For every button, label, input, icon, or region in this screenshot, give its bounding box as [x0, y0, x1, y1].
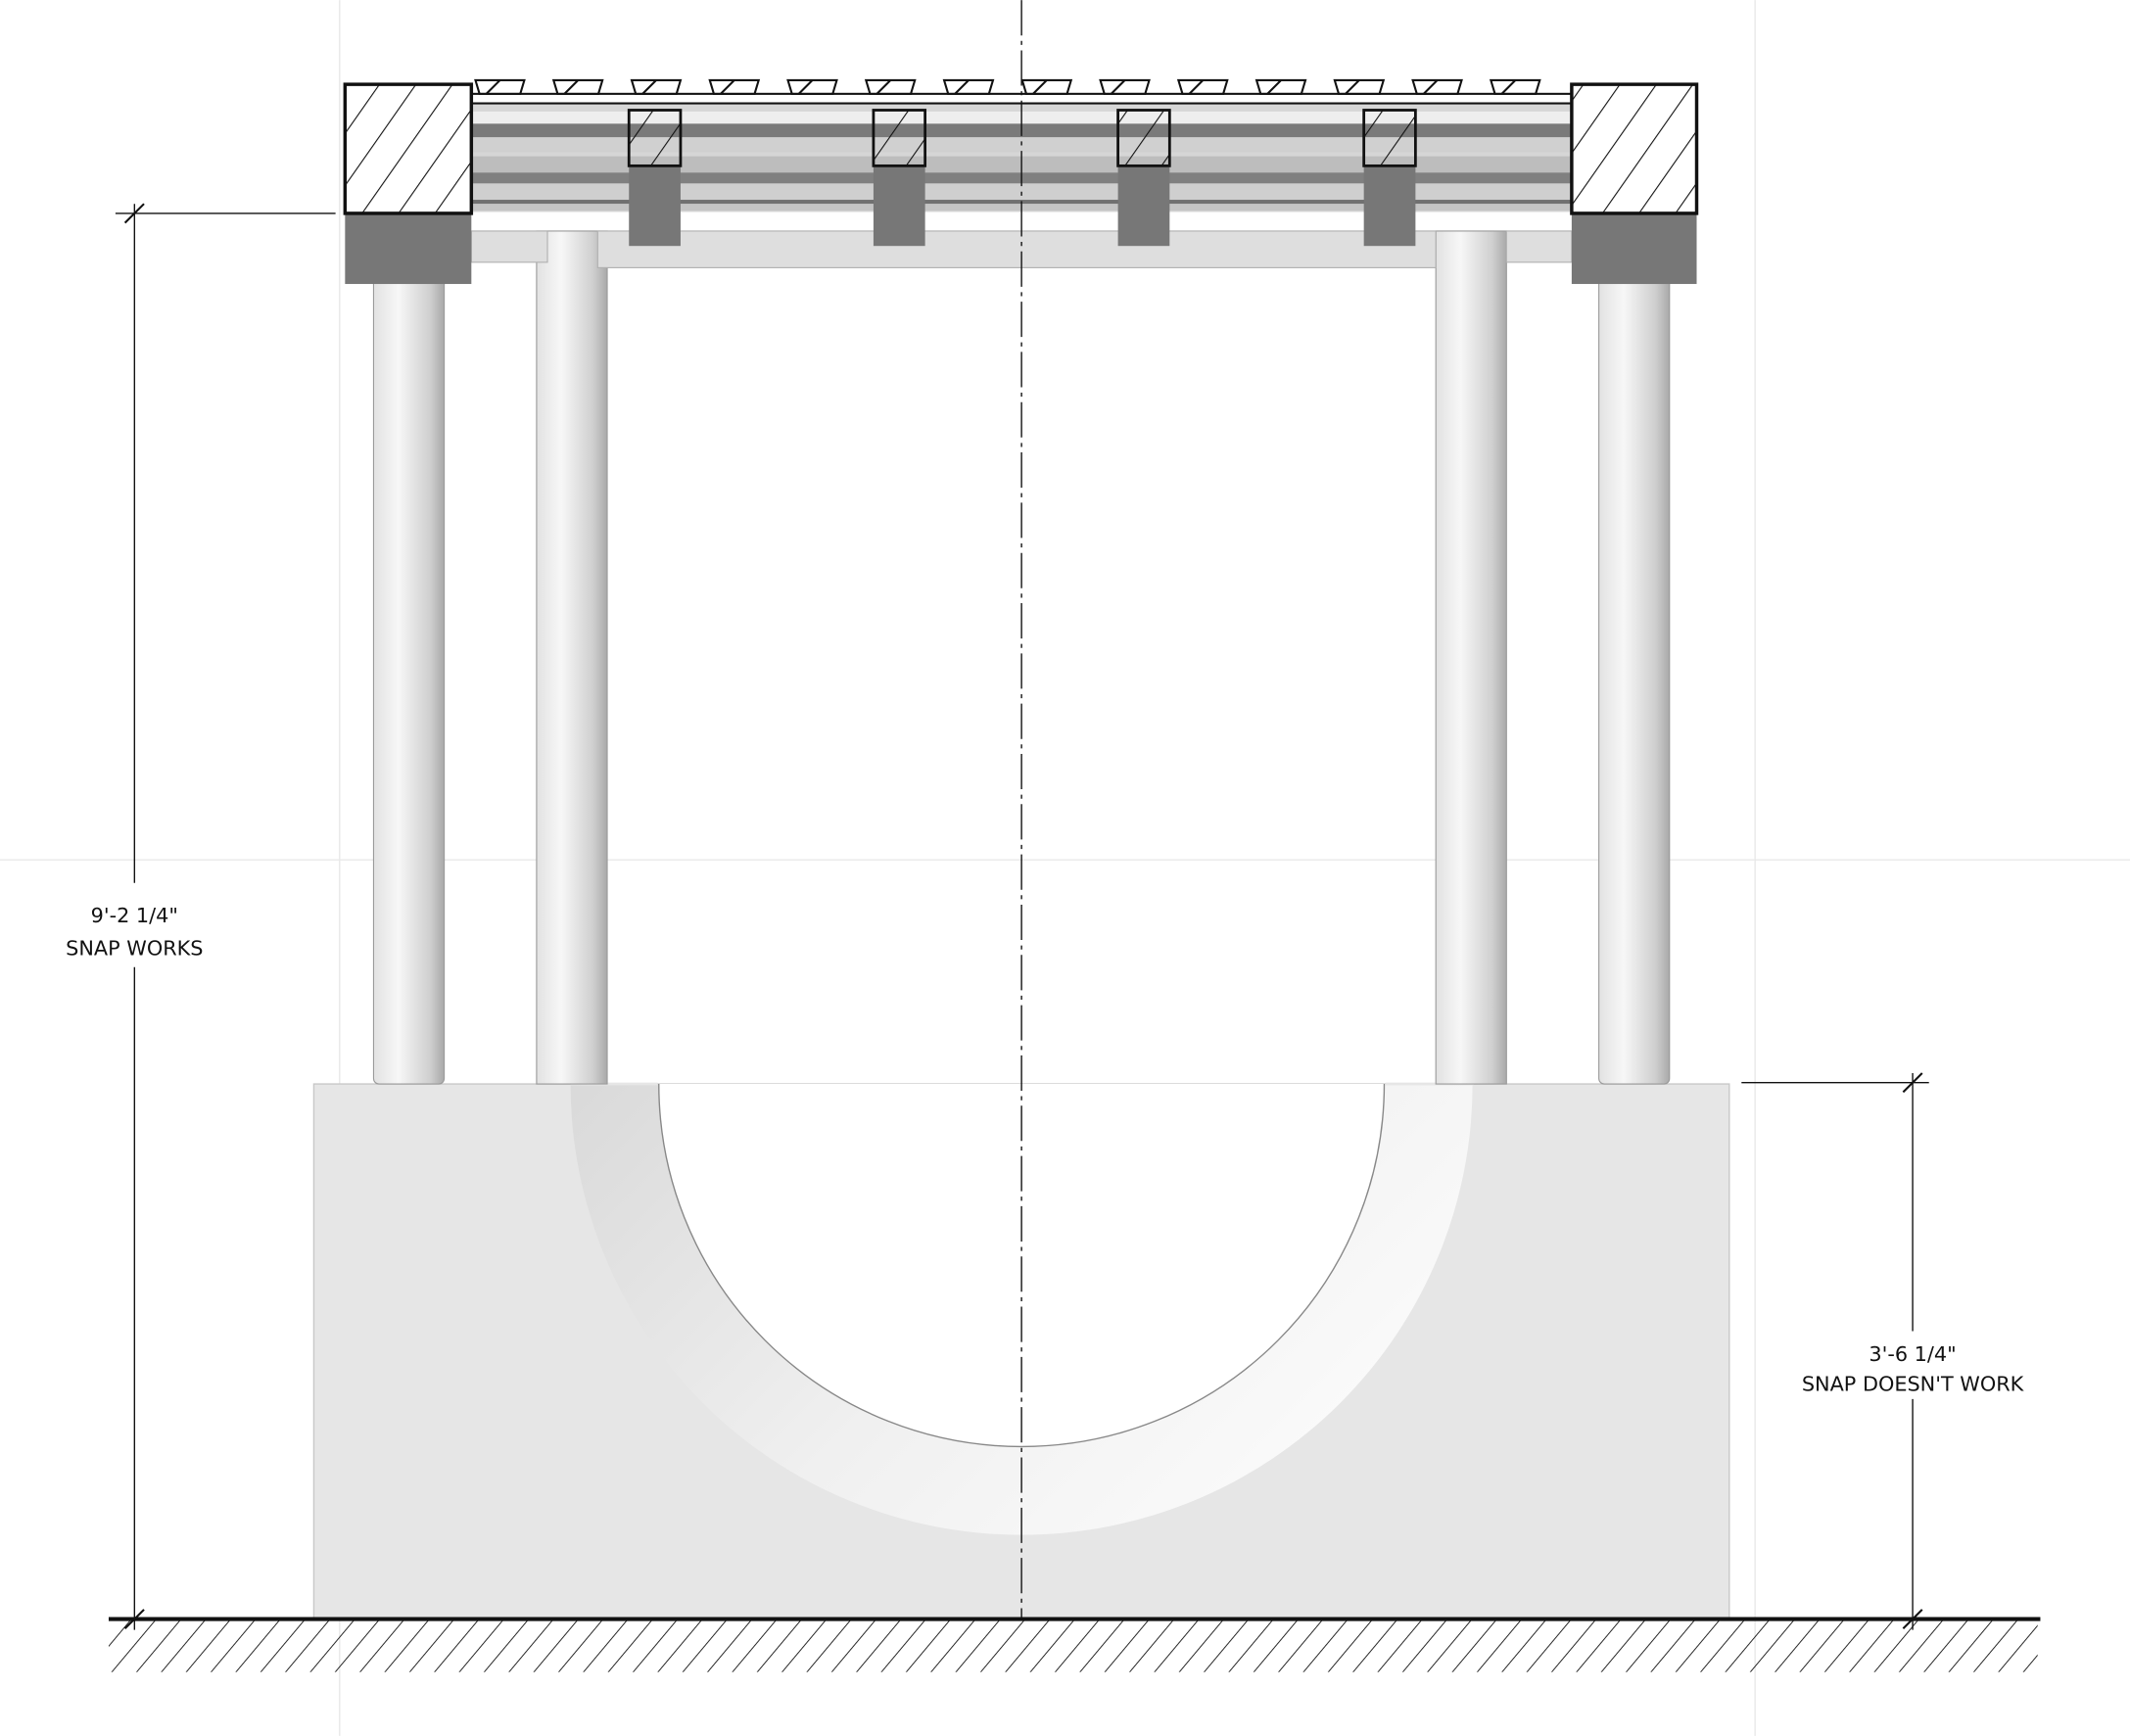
- joists: [627, 109, 1417, 247]
- joist-body: [1117, 165, 1170, 247]
- dimension-left-note: SNAP WORKS: [66, 936, 203, 960]
- dimension-right-value: 3'-6 1/4": [1869, 1342, 1956, 1366]
- joist-section: [1116, 109, 1171, 167]
- dimension-left-value: 9'-2 1/4": [91, 904, 178, 927]
- joist-body: [873, 165, 925, 247]
- deck-slat: [1411, 78, 1463, 95]
- deck-slat: [942, 78, 995, 95]
- slat-hatch: [1422, 79, 1439, 95]
- end-post-right: [1570, 82, 1699, 285]
- deck-slat: [1020, 78, 1073, 95]
- column-right-inner: [1435, 230, 1507, 1085]
- joist-section: [627, 109, 683, 167]
- joist-body: [1363, 165, 1416, 247]
- header-beam: [470, 230, 1573, 268]
- joist-section: [872, 109, 927, 167]
- deck-slat: [474, 78, 526, 95]
- slat-hatch: [954, 79, 970, 95]
- slat-hatch: [1345, 79, 1360, 95]
- slat-hatch: [876, 79, 891, 95]
- dimension-right: [1741, 1072, 1929, 1630]
- deck-slat: [864, 78, 917, 95]
- column-left-inner: [536, 230, 608, 1085]
- deck-slat: [551, 78, 604, 95]
- columns: [372, 230, 1671, 1085]
- slat-hatch: [797, 79, 814, 95]
- deck-slat: [1489, 78, 1541, 95]
- deck-slat: [630, 78, 683, 95]
- joist-section: [1362, 109, 1417, 167]
- slat-hatch: [563, 79, 579, 95]
- slat-hatch: [1500, 79, 1517, 95]
- deck-slat: [1333, 78, 1386, 95]
- slat-hatch: [1110, 79, 1126, 95]
- joist-body: [629, 165, 681, 247]
- slat-hatch: [1266, 79, 1282, 95]
- deck-slat: [1176, 78, 1229, 95]
- ground-line: [108, 1617, 2041, 1672]
- slat-hatch: [641, 79, 657, 95]
- slat-hatch: [1032, 79, 1048, 95]
- dimension-left: [115, 203, 336, 1630]
- slat-hatch: [485, 79, 501, 95]
- slat-hatch: [1188, 79, 1205, 95]
- deck-slat: [786, 78, 838, 95]
- dimension-right-note: SNAP DOESN'T WORK: [1802, 1373, 2025, 1396]
- column-left-outer: [372, 271, 446, 1085]
- end-post-left: [343, 82, 474, 285]
- slat-hatch: [720, 79, 735, 95]
- column-right-outer: [1598, 271, 1671, 1085]
- deck-slat: [708, 78, 761, 95]
- deck-slat: [1099, 78, 1151, 95]
- deck-slat: [1254, 78, 1307, 95]
